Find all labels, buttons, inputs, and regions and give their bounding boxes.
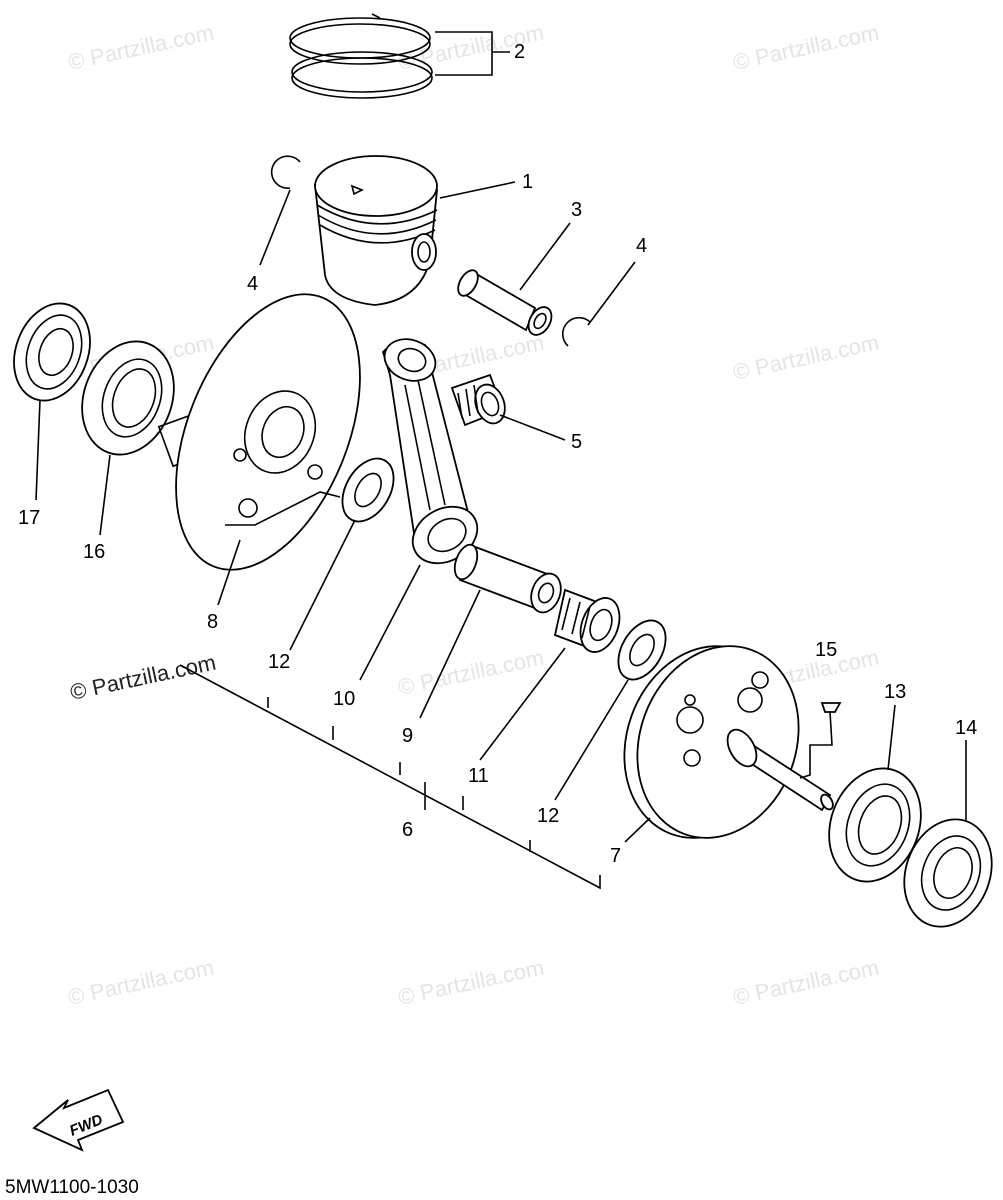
callout-2: 2 <box>514 41 525 63</box>
callout-4: 4 <box>247 273 258 295</box>
callout-6: 6 <box>402 819 413 841</box>
watermark: © Partzilla.com <box>66 955 216 1010</box>
callout-3: 3 <box>571 199 582 221</box>
watermark: © Partzilla.com <box>396 645 546 700</box>
crankshaft-left-half <box>157 293 361 571</box>
callout-7: 7 <box>610 845 621 867</box>
fwd-arrow-icon: FWD <box>32 1088 125 1152</box>
callout-16: 16 <box>83 541 105 563</box>
callout-9: 9 <box>402 725 413 747</box>
bearing-right-outer <box>903 818 993 928</box>
washer-right <box>617 619 667 681</box>
big-end-bearing <box>553 588 621 653</box>
piston-rings <box>289 13 433 99</box>
callout-12: 12 <box>268 651 290 673</box>
watermark: © Partzilla.com <box>731 955 881 1010</box>
diagram-code: 5MW1100-1030 <box>5 1177 139 1198</box>
callout-10: 10 <box>333 688 355 710</box>
bearing-left <box>81 340 175 456</box>
small-end-bearing <box>450 373 506 427</box>
callout-4: 4 <box>636 235 647 257</box>
watermark: © Partzilla.com <box>731 20 881 75</box>
bearing-right-inner <box>828 767 922 883</box>
leader-lines <box>35 31 967 890</box>
watermark: © Partzilla.com <box>731 330 881 385</box>
oil-seal <box>13 302 91 402</box>
woodruff-key <box>820 702 842 713</box>
callout-17: 17 <box>18 507 40 529</box>
callout-14: 14 <box>955 717 977 739</box>
piston-pin <box>457 269 553 336</box>
callouts: 1 2 3 4 4 5 17 16 8 12 10 9 11 6 12 7 15… <box>18 41 977 867</box>
callout-8: 8 <box>207 611 218 633</box>
washer-left <box>341 457 395 523</box>
watermark-center: © Partzilla.com <box>68 650 218 705</box>
crankshaft-right-half <box>623 645 834 839</box>
callout-12: 12 <box>537 805 559 827</box>
circlip-right <box>561 316 591 347</box>
watermark: © Partzilla.com <box>66 20 216 75</box>
watermark: © Partzilla.com <box>396 955 546 1010</box>
piston <box>313 155 438 306</box>
crank-pin <box>453 543 562 614</box>
circlip-left <box>270 155 301 189</box>
callout-5: 5 <box>571 431 582 453</box>
callout-1: 1 <box>522 171 533 193</box>
callout-13: 13 <box>884 681 906 703</box>
callout-11: 11 <box>468 765 489 787</box>
callout-15: 15 <box>815 639 837 661</box>
